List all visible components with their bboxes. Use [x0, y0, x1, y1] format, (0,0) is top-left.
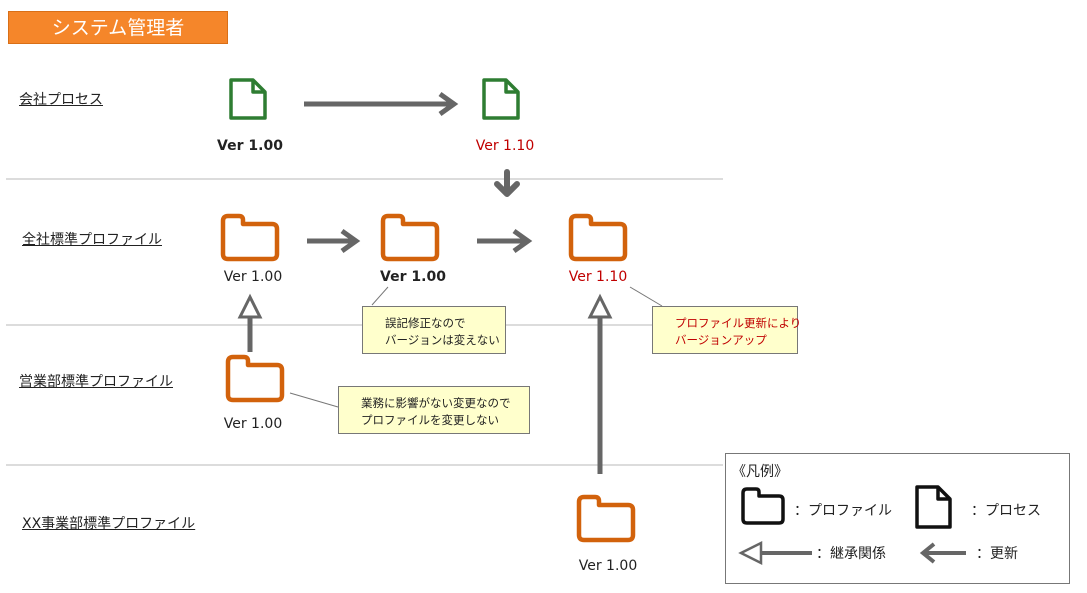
version-label-changed: Ver 1.10: [568, 269, 628, 285]
profile-folder-icon: [228, 357, 282, 400]
note-leader-line: [629, 286, 663, 307]
version-label: Ver 1.00: [217, 138, 283, 154]
process-icon: [229, 78, 267, 120]
note-line: バージョンは変えない: [385, 333, 500, 347]
row-label-company-profile: 全社標準プロファイル: [22, 232, 162, 248]
profile-folder-icon: [383, 216, 437, 259]
version-label: Ver 1.00: [578, 558, 638, 574]
note-leader-line: [289, 392, 339, 408]
legend-inheritance-label: ：継承関係: [816, 546, 886, 562]
update-arrow: [304, 91, 459, 117]
inheritance-arrow: [237, 293, 263, 352]
note-line: プロファイル更新により: [675, 316, 802, 330]
note-line: バージョンアップ: [675, 333, 767, 347]
update-arrow-down: [494, 169, 520, 197]
legend-process-icon: [915, 485, 952, 529]
note-line: プロファイルを変更しない: [361, 413, 499, 427]
legend-update-arrow-icon: [919, 542, 966, 564]
version-label-changed: Ver 1.10: [475, 138, 535, 154]
legend-inheritance-arrow-icon: [738, 540, 812, 566]
version-label: Ver 1.00: [223, 269, 283, 285]
row-label-company-process: 会社プロセス: [19, 92, 103, 108]
row-label-sales-profile: 営業部標準プロファイル: [19, 374, 173, 390]
legend-box: 《凡例》 ：プロファイル ：プロセス ：継承関係 ：更新: [725, 453, 1070, 584]
row-divider: [6, 464, 723, 466]
legend-profile-label: ：プロファイル: [794, 503, 892, 519]
profile-folder-icon: [571, 216, 625, 259]
profile-folder-icon: [223, 216, 277, 259]
legend-title: 《凡例》: [732, 464, 788, 480]
update-arrow: [307, 228, 361, 254]
process-icon: [482, 78, 520, 120]
version-label: Ver 1.00: [223, 416, 283, 432]
role-header-badge: システム管理者: [8, 11, 228, 44]
note-line: 誤記修正なので: [385, 316, 466, 330]
legend-process-label: ：プロセス: [971, 503, 1041, 519]
note-line: 業務に影響がない変更なので: [361, 396, 511, 410]
note-typo-fix: 誤記修正なので バージョンは変えない: [362, 306, 506, 354]
row-label-xx-profile: XX事業部標準プロファイル: [22, 516, 196, 532]
inheritance-arrow: [587, 293, 613, 474]
note-version-up: プロファイル更新により バージョンアップ: [652, 306, 802, 354]
version-label: Ver 1.00: [380, 269, 446, 285]
note-leader-line: [371, 286, 389, 306]
update-arrow: [477, 228, 533, 254]
row-divider: [6, 178, 723, 180]
legend-profile-folder-icon: [741, 487, 785, 525]
profile-folder-icon: [579, 497, 633, 540]
note-no-impact: 業務に影響がない変更なので プロファイルを変更しない: [338, 386, 530, 434]
legend-update-label: ：更新: [976, 546, 1018, 562]
